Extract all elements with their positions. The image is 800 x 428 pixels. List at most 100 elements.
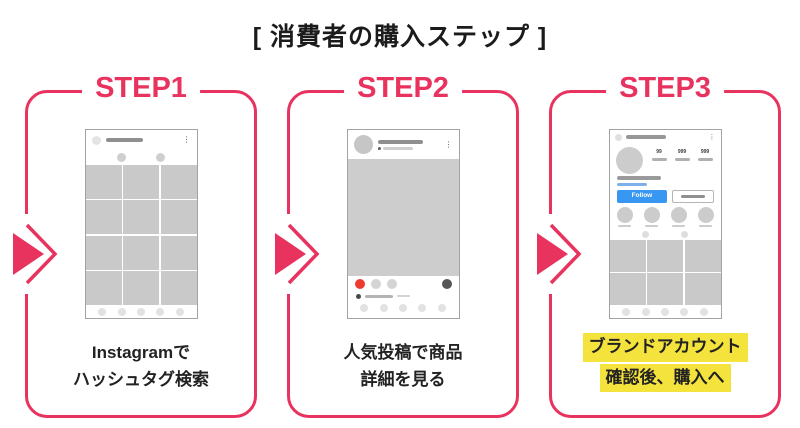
step-1-caption: Instagramで ハッシュタグ検索 [28,340,254,393]
profile-header: ⋮ [610,130,721,144]
post-thumbnail [85,235,122,270]
username-placeholder [377,139,423,144]
highlight-circle [616,207,633,223]
caption-line-highlighted: 確認後、購入へ [599,363,731,392]
highlight-item [697,207,714,227]
nav-icon [680,307,689,316]
more-options-icon: ⋮ [182,135,191,144]
like-icon [354,278,365,289]
post-thumbnail [647,273,683,305]
search-text-placeholder [105,138,143,142]
stat-label-placeholder [674,158,690,161]
location-placeholder [382,146,413,150]
stat-value: 999 [700,149,710,155]
message-label-placeholder [680,195,705,198]
search-bar: ⋮ [86,130,197,150]
profile-bio [610,174,721,186]
nav-icon [175,307,184,316]
caption-text-placeholder [396,295,410,297]
likes-text-placeholder [364,294,393,298]
highlight-circle [670,207,687,223]
step-3-caption: ブランドアカウント 確認後、購入へ [552,332,778,393]
back-icon [91,135,101,145]
post-thumbnail [160,271,197,305]
nav-icon [98,307,107,316]
post-thumbnail [123,271,159,305]
highlight-item [670,207,687,227]
location-pin-icon [377,146,381,150]
story-highlights [610,203,721,229]
step-2-label: STEP2 [344,72,462,106]
result-tabs [86,150,197,165]
liker-avatar [355,293,361,299]
arrow-right-icon [536,214,581,294]
step-1-label: STEP1 [82,72,200,106]
nav-icon [641,307,650,316]
stat-value: 99 [656,149,662,155]
likes-row [348,291,459,301]
caption-line-highlighted: ブランドアカウント [582,333,748,362]
post-thumbnail [160,235,197,270]
post-image [347,159,459,276]
stat-value: 999 [677,149,687,155]
highlight-label-placeholder [699,225,712,227]
bottom-nav-bar [86,305,197,318]
bio-text-placeholder [616,176,661,180]
back-icon [614,133,622,141]
step-3-box: STEP3 ⋮ 99 999 [536,72,781,418]
profile-username-placeholder [625,135,666,139]
post-thumbnail [609,240,646,272]
instagram-post-detail-screen: ⋮ [346,129,460,319]
profile-stats: 99 999 999 [650,147,715,161]
tab-grid-icon [641,231,649,238]
highlight-label-placeholder [618,225,631,227]
post-action-bar [348,276,459,291]
step-3-label: STEP3 [606,72,724,106]
stat-label-placeholder [697,158,713,161]
profile-buttons: Follow [610,186,721,203]
nav-icon [136,307,145,316]
arrow-right-icon [12,214,57,294]
profile-summary: 99 999 999 [610,144,721,174]
highlight-item [616,207,633,227]
tab-tagged-icon [681,231,689,238]
caption-line: 人気投稿で商品 [343,343,463,363]
nav-icon [437,303,446,312]
bottom-nav-bar [610,305,721,318]
bio-link-placeholder [616,182,647,186]
highlight-item [643,207,660,227]
highlight-label-placeholder [645,225,658,227]
tab-recent-icon [156,153,166,162]
post-thumbnail [160,200,197,235]
post-thumbnail-grid [85,165,197,305]
profile-avatar [615,147,643,174]
avatar [353,135,373,154]
post-thumbnail [160,165,197,199]
stat-label-placeholder [651,158,667,161]
comment-icon [370,278,381,289]
post-thumbnail [647,240,683,272]
nav-icon [156,307,165,316]
nav-icon [699,307,708,316]
arrow-right-icon [274,214,319,294]
post-thumbnail [123,235,159,270]
post-thumbnail [609,273,646,305]
highlight-label-placeholder [672,225,685,227]
highlight-circle [697,207,714,223]
highlight-circle [643,207,660,223]
nav-icon [117,307,126,316]
step-1-box: STEP1 ⋮ Instagramで ハッシュタグ検 [12,72,257,418]
stat-posts: 99 [651,149,667,161]
profile-tabs [610,229,721,240]
post-thumbnail [684,240,721,272]
bookmark-icon [441,278,452,289]
nav-icon [360,303,369,312]
step-2-caption: 人気投稿で商品 詳細を見る [290,340,516,393]
location-row [377,146,423,150]
post-thumbnail [123,200,159,235]
caption-line: Instagramで [91,343,191,363]
nav-icon [398,303,407,312]
instagram-hashtag-search-screen: ⋮ [84,129,198,319]
post-thumbnail [85,271,122,305]
